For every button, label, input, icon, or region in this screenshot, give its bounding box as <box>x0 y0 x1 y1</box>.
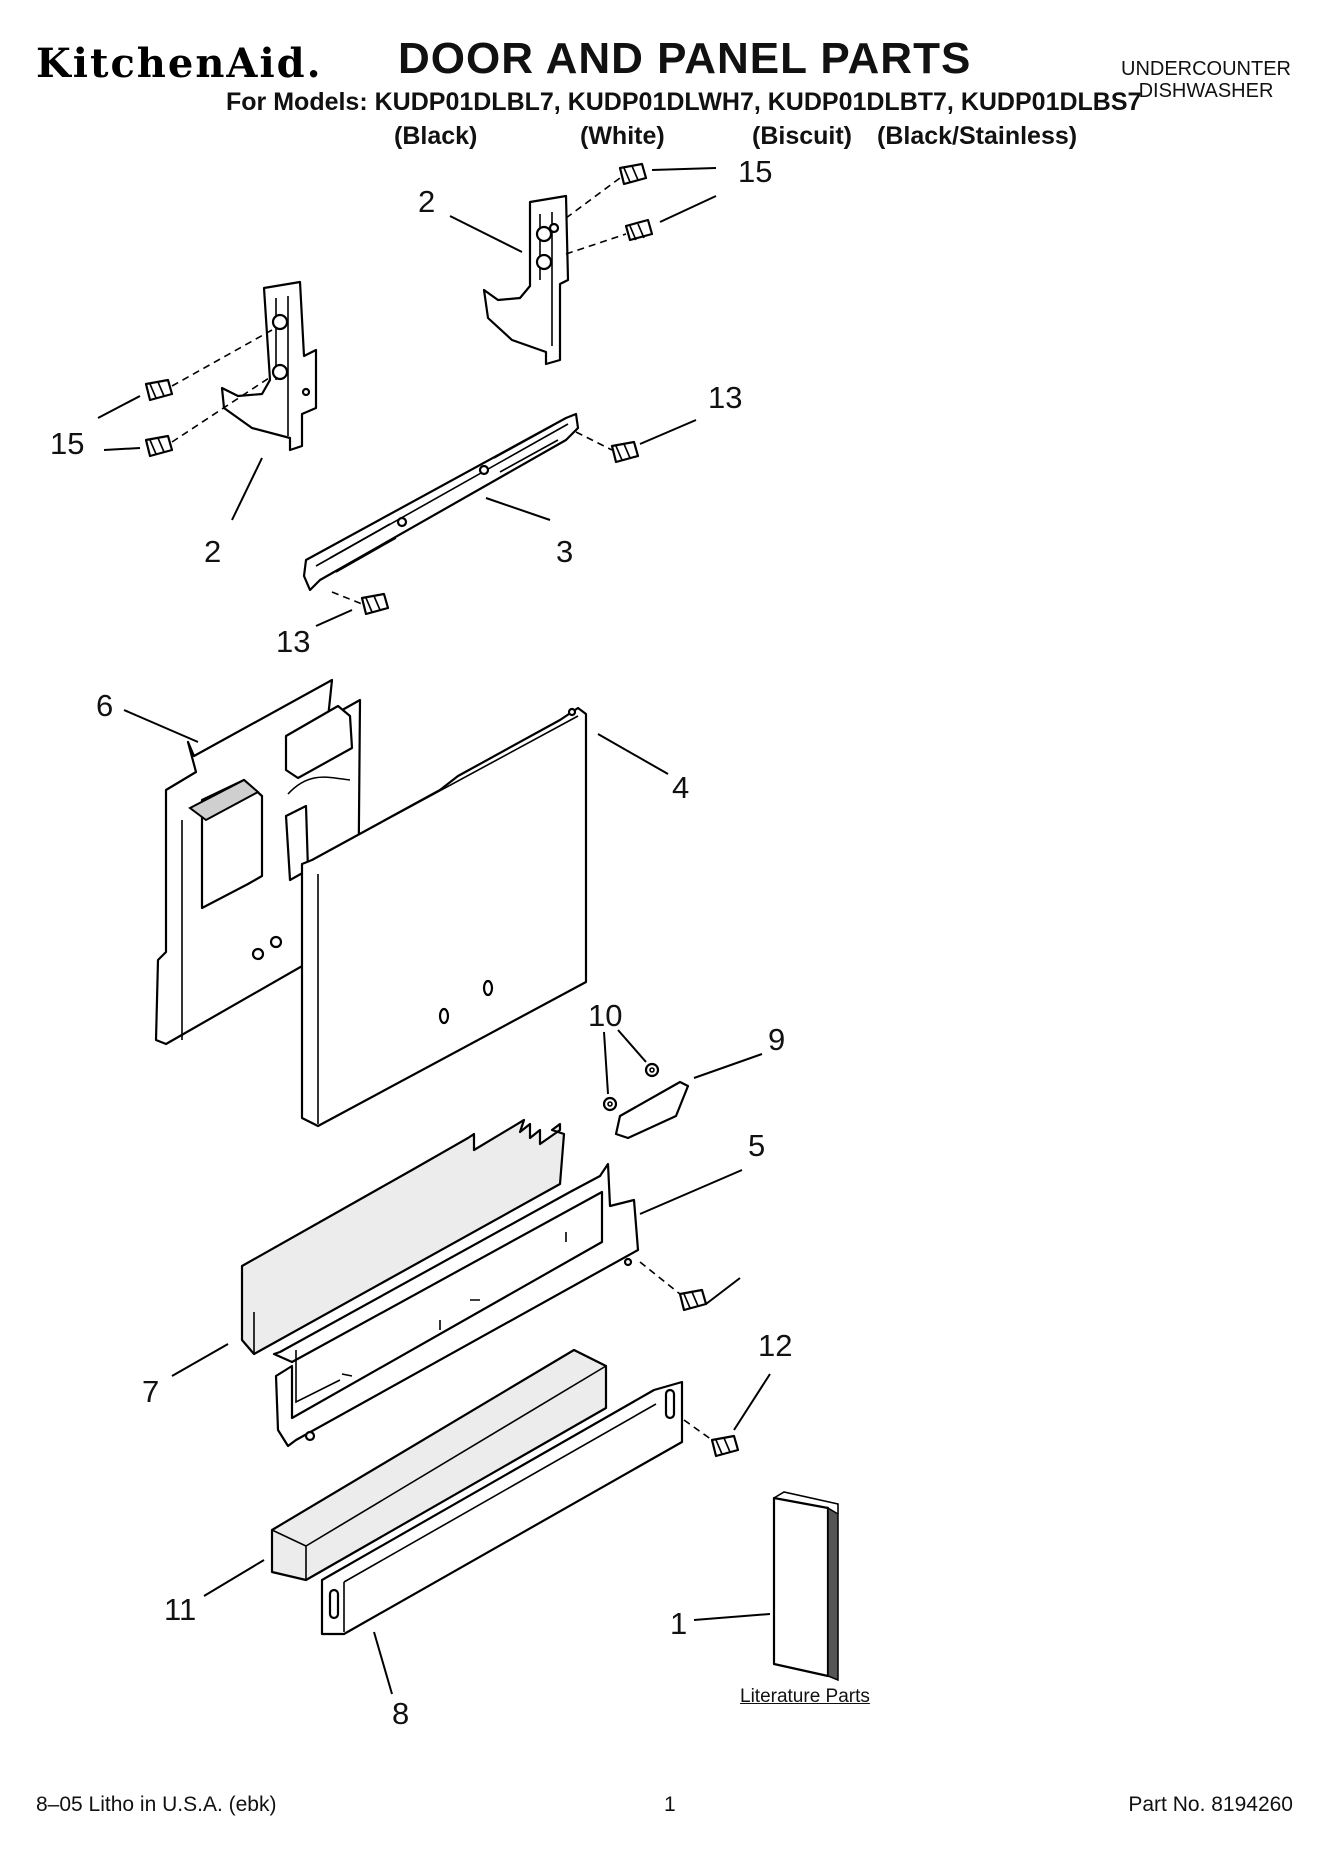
callout-15-top: 15 <box>738 154 773 189</box>
literature-parts-label: Literature Parts <box>740 1686 870 1707</box>
color-white: (White) <box>580 122 665 150</box>
callout-6: 6 <box>96 688 114 723</box>
footer-part-number: Part No. 8194260 <box>1128 1793 1293 1816</box>
screw-13-left <box>360 592 390 616</box>
literature-booklet <box>772 1491 839 1682</box>
callout-9: 9 <box>768 1022 786 1057</box>
screw-15-upper-a <box>618 162 648 186</box>
callout-3: 3 <box>556 534 574 569</box>
screw-15-upper-b <box>624 218 654 242</box>
category-line-1: UNDERCOUNTER <box>1121 58 1291 80</box>
insulation-upper <box>240 1118 566 1356</box>
color-black: (Black) <box>394 122 478 150</box>
toe-panel <box>272 1162 640 1448</box>
brand-logo: KitchenAid. <box>36 40 323 87</box>
callout-10: 10 <box>588 998 623 1033</box>
callout-11: 11 <box>164 1592 197 1627</box>
callout-4: 4 <box>672 770 690 805</box>
callout-12-upper: 12 <box>758 1328 793 1363</box>
footer-print-info: 8–05 Litho in U.S.A. (ebk) <box>36 1793 277 1816</box>
screw-15-left-a <box>144 378 174 402</box>
callout-2-left: 2 <box>204 534 222 569</box>
door-bracket <box>302 412 580 592</box>
callout-8: 8 <box>392 1696 410 1731</box>
models-line: For Models: KUDP01DLBL7, KUDP01DLWH7, KU… <box>226 88 1142 116</box>
callout-13-right: 13 <box>708 380 743 415</box>
nut-10-a <box>644 1062 660 1078</box>
outer-door-panel <box>300 706 588 1128</box>
hinge-bracket-right <box>482 194 570 366</box>
callout-13-left: 13 <box>276 624 311 659</box>
screw-12-lower <box>710 1434 740 1458</box>
hinge-bracket-left <box>220 280 318 452</box>
color-black-stainless: (Black/Stainless) <box>877 122 1078 150</box>
nut-10-b <box>602 1096 618 1112</box>
callout-15-left: 15 <box>50 426 85 461</box>
door-handle <box>614 1080 690 1140</box>
appliance-category: UNDERCOUNTER DISHWASHER <box>1121 58 1291 102</box>
kick-plate <box>320 1380 684 1636</box>
callout-2-top: 2 <box>418 184 436 219</box>
footer-page-number: 1 <box>664 1793 676 1816</box>
callout-5: 5 <box>748 1128 766 1163</box>
callout-1: 1 <box>670 1606 688 1641</box>
color-biscuit: (Biscuit) <box>752 122 852 150</box>
insulation-lower <box>270 1348 608 1582</box>
screw-15-left-b <box>144 434 174 458</box>
screw-13-right <box>610 440 640 464</box>
screw-12-upper <box>678 1288 708 1312</box>
callout-7: 7 <box>142 1374 160 1409</box>
category-line-2: DISHWASHER <box>1138 80 1274 102</box>
page-title: DOOR AND PANEL PARTS <box>398 34 972 83</box>
